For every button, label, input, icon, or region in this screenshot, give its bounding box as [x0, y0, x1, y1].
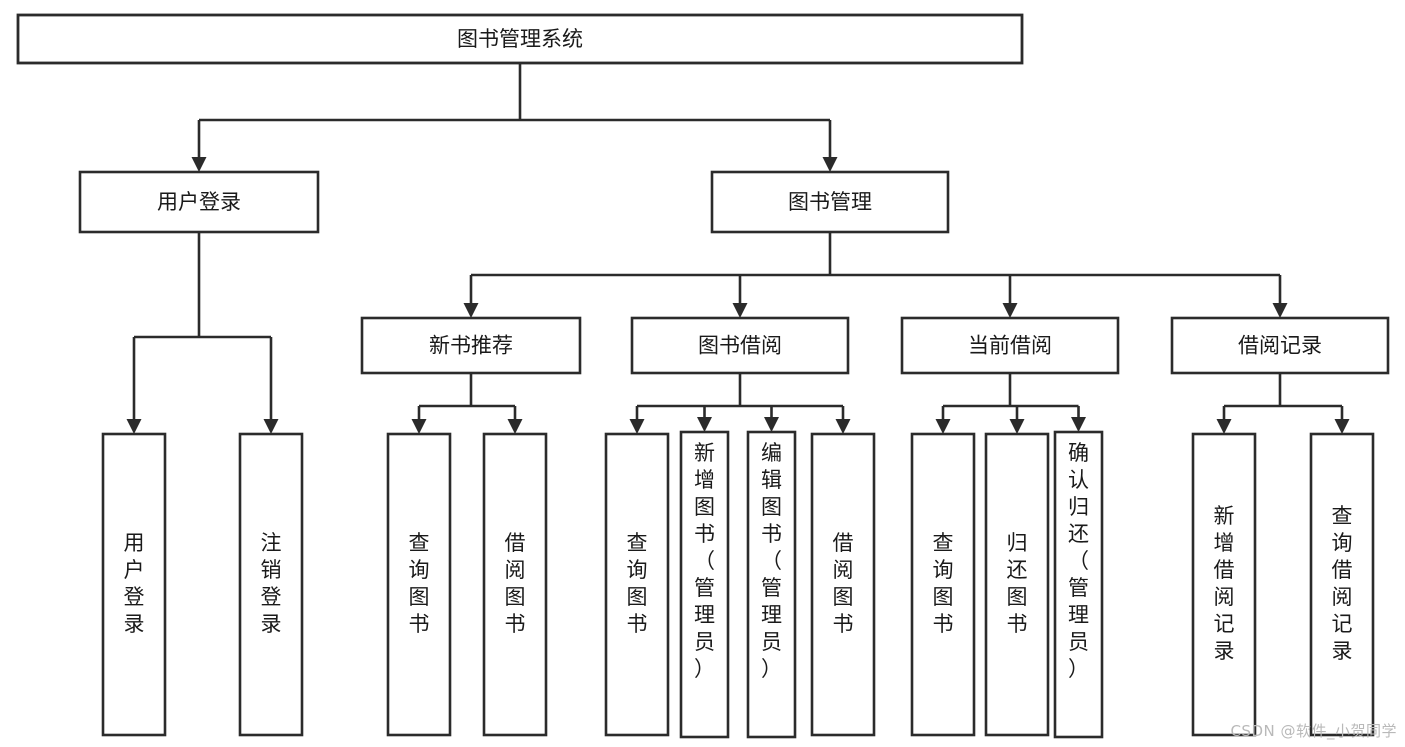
node-box [360, 316, 582, 375]
node-leaf-add-book-admin[interactable]: 新增图书（管理员） [679, 430, 730, 739]
node-box [386, 432, 452, 737]
node-book-manage[interactable]: 图书管理 [710, 170, 950, 234]
node-box [16, 13, 1024, 65]
node-layer: 图书管理系统用户登录图书管理新书推荐图书借阅当前借阅借阅记录用户登录注销登录查询… [16, 13, 1390, 739]
csdn-watermark: CSDN @软件_小贺同学 [1230, 722, 1397, 740]
node-leaf-query-book-rec[interactable]: 查询图书 [386, 432, 452, 737]
node-label: 新增借阅记录 [1214, 504, 1235, 663]
node-label: 新书推荐 [429, 334, 513, 358]
arrow-head-icon [411, 419, 427, 434]
node-box [604, 432, 670, 737]
node-borrow-record[interactable]: 借阅记录 [1170, 316, 1390, 375]
arrow-head-icon [764, 417, 779, 432]
connector-layer [126, 63, 1350, 434]
arrow-head-icon [835, 419, 851, 434]
node-box [746, 430, 797, 739]
arrow-head-icon [629, 419, 645, 434]
node-label: 图书借阅 [698, 334, 782, 358]
arrow-head-icon [1334, 419, 1350, 434]
arrow-head-icon [935, 419, 951, 434]
node-box [679, 430, 730, 739]
node-box [630, 316, 850, 375]
arrow-head-icon [1272, 303, 1288, 318]
node-box [710, 170, 950, 234]
node-label: 确认归还（管理员） [1068, 441, 1089, 681]
arrow-head-icon [263, 419, 279, 434]
node-current-borrow[interactable]: 当前借阅 [900, 316, 1120, 375]
node-root[interactable]: 图书管理系统 [16, 13, 1024, 65]
node-box [1170, 316, 1390, 375]
node-label: 新增图书（管理员） [694, 441, 715, 681]
node-leaf-return-book[interactable]: 归还图书 [984, 432, 1050, 737]
arrow-head-icon [1009, 419, 1025, 434]
node-label: 归还图书 [1007, 531, 1028, 636]
arrow-head-icon [126, 419, 142, 434]
arrow-head-icon [1216, 419, 1232, 434]
node-box [1191, 432, 1257, 737]
node-box [900, 316, 1120, 375]
node-box [78, 170, 320, 234]
node-user-login[interactable]: 用户登录 [78, 170, 320, 234]
node-label: 图书管理系统 [457, 27, 583, 51]
arrow-head-icon [507, 419, 523, 434]
node-leaf-borrow-book-rec[interactable]: 借阅图书 [482, 432, 548, 737]
node-label: 查询图书 [409, 531, 430, 636]
node-leaf-query-book-current[interactable]: 查询图书 [910, 432, 976, 737]
arrow-head-icon [697, 417, 712, 432]
node-label: 查询图书 [627, 531, 648, 636]
arrow-head-icon [1071, 417, 1086, 432]
node-label: 注销登录 [261, 531, 282, 636]
arrow-head-icon [822, 157, 838, 172]
node-leaf-borrow-book[interactable]: 借阅图书 [810, 432, 876, 737]
node-label: 借阅记录 [1238, 334, 1322, 358]
node-label: 图书管理 [788, 190, 872, 214]
node-label: 当前借阅 [968, 334, 1052, 358]
node-leaf-user-login[interactable]: 用户登录 [101, 432, 167, 737]
node-leaf-add-borrow-record[interactable]: 新增借阅记录 [1191, 432, 1257, 737]
node-box [1309, 432, 1375, 737]
node-box [1053, 430, 1104, 739]
node-box [810, 432, 876, 737]
node-label: 用户登录 [157, 190, 241, 214]
node-leaf-query-book-borrow[interactable]: 查询图书 [604, 432, 670, 737]
node-new-book-recommend[interactable]: 新书推荐 [360, 316, 582, 375]
node-box [101, 432, 167, 737]
arrow-head-icon [732, 303, 748, 318]
node-leaf-query-borrow-record[interactable]: 查询借阅记录 [1309, 432, 1375, 737]
node-label: 编辑图书（管理员） [761, 441, 782, 681]
node-label: 查询借阅记录 [1332, 504, 1353, 663]
node-leaf-edit-book-admin[interactable]: 编辑图书（管理员） [746, 430, 797, 739]
node-book-borrow[interactable]: 图书借阅 [630, 316, 850, 375]
node-box [910, 432, 976, 737]
node-box [984, 432, 1050, 737]
arrow-head-icon [191, 157, 207, 172]
node-label: 查询图书 [933, 531, 954, 636]
node-box [238, 432, 304, 737]
node-box [482, 432, 548, 737]
node-label: 借阅图书 [505, 531, 526, 636]
node-leaf-logout-login[interactable]: 注销登录 [238, 432, 304, 737]
node-label: 用户登录 [124, 531, 145, 636]
arrow-head-icon [463, 303, 479, 318]
node-leaf-confirm-return-admin[interactable]: 确认归还（管理员） [1053, 430, 1104, 739]
node-label: 借阅图书 [833, 531, 854, 636]
arrow-head-icon [1002, 303, 1018, 318]
